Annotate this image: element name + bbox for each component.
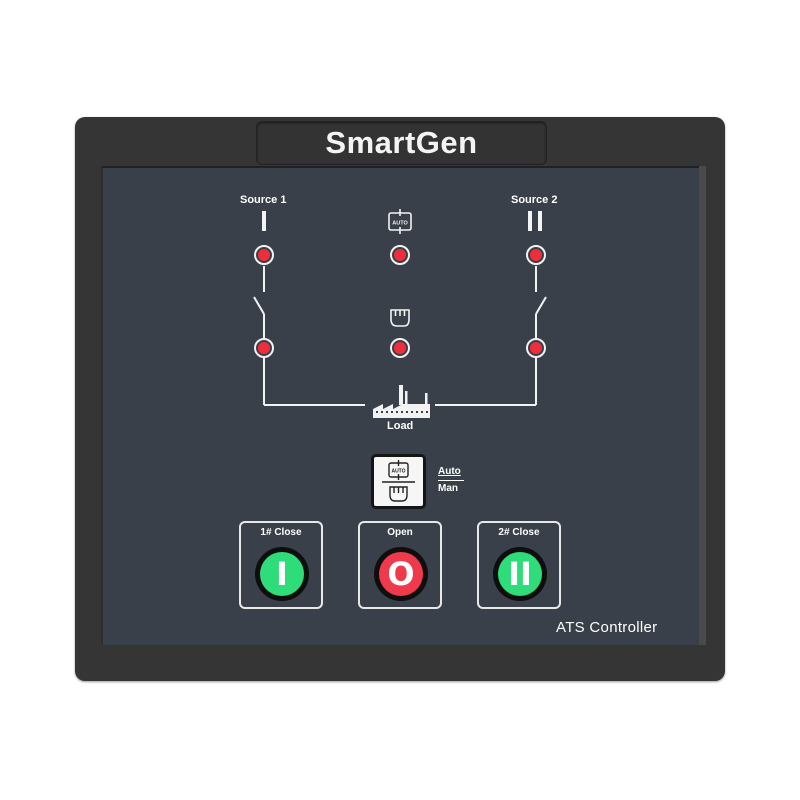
auto-mode-led	[390, 245, 410, 265]
source1-closed-led	[254, 338, 274, 358]
source2-label: Source 2	[511, 194, 558, 206]
open-label: Open	[387, 527, 413, 538]
source2-close-button[interactable]: 2# Close II	[477, 521, 561, 609]
source2-closed-led	[526, 338, 546, 358]
source1-close-label: 1# Close	[260, 527, 302, 538]
auto-label: Auto	[438, 466, 461, 477]
button-ring: II	[493, 547, 547, 601]
close-i-icon: I	[260, 552, 304, 596]
mode-divider	[438, 480, 464, 481]
source1-available-led	[254, 245, 274, 265]
svg-text:AUTO: AUTO	[391, 469, 405, 475]
panel-edge	[699, 166, 706, 645]
auto-manual-button[interactable]: AUTO	[371, 454, 426, 509]
open-o-icon: O	[379, 552, 423, 596]
manual-mode-led	[390, 338, 410, 358]
man-label: Man	[438, 483, 458, 494]
open-button[interactable]: Open O	[358, 521, 442, 609]
source1-label: Source 1	[240, 194, 287, 206]
source2-available-led	[526, 245, 546, 265]
brand-logo: SmartGen	[325, 125, 478, 160]
button-ring: O	[374, 547, 428, 601]
close-ii-icon: II	[498, 552, 542, 596]
source2-close-label: 2# Close	[498, 527, 540, 538]
brand-plate: SmartGen	[256, 121, 547, 165]
model-label: ATS Controller	[556, 619, 658, 636]
source1-close-button[interactable]: 1# Close I	[239, 521, 323, 609]
button-ring: I	[255, 547, 309, 601]
load-label: Load	[387, 420, 414, 432]
auto-manual-icon: AUTO	[382, 460, 415, 502]
